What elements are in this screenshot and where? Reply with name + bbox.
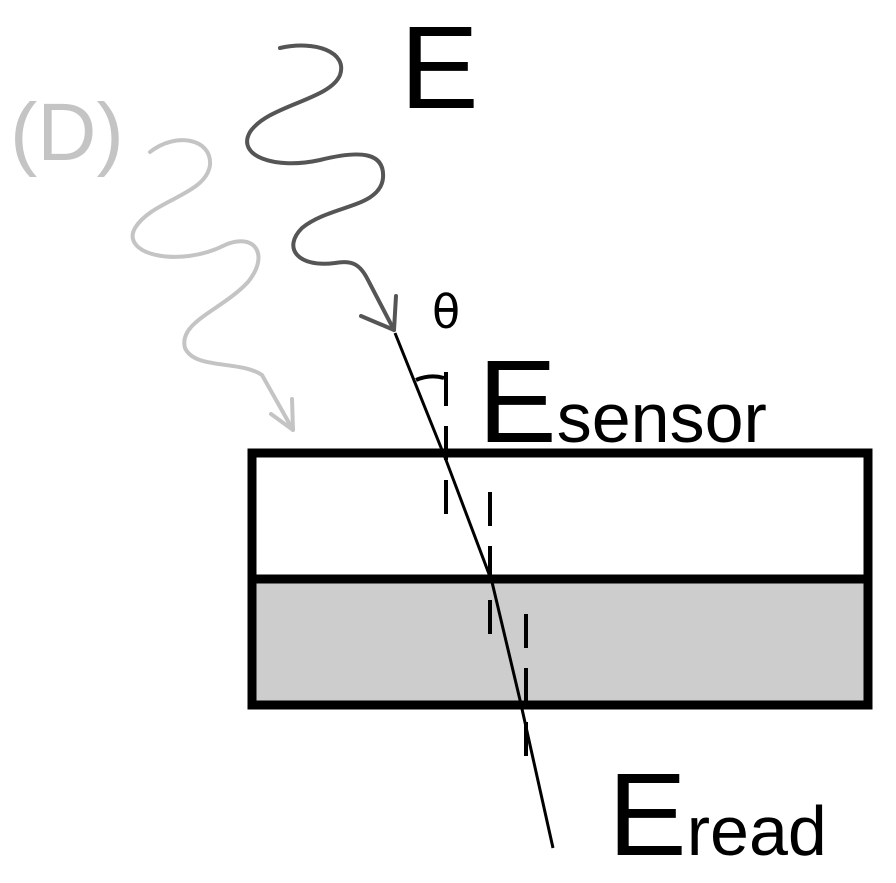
refracted-ray <box>393 332 555 849</box>
angle-label: θ <box>432 285 460 339</box>
sensor-lower-layer <box>247 574 873 710</box>
arrow-head-icon <box>269 397 295 432</box>
sensor-stack <box>247 448 873 710</box>
angle-arc <box>415 374 445 382</box>
dose-label: (D) <box>10 87 124 178</box>
read-field-subscript: read <box>687 792 827 870</box>
surface-normals <box>444 372 528 772</box>
incident-wave-path <box>245 43 396 332</box>
sensor-field-main: E <box>478 336 557 468</box>
ray-path <box>393 332 555 849</box>
sensor-field-subscript: sensor <box>557 379 767 457</box>
read-field-label: Eread <box>608 749 827 881</box>
sensor-upper-layer <box>247 448 873 584</box>
arrow-head-icon <box>359 294 398 332</box>
sensor-field-label: Esensor <box>478 336 767 468</box>
incident-field-label: E <box>400 2 479 134</box>
read-field-main: E <box>608 749 687 881</box>
dose-wave <box>130 138 295 432</box>
dose-wave-path <box>130 138 295 432</box>
incident-wave <box>245 43 398 332</box>
